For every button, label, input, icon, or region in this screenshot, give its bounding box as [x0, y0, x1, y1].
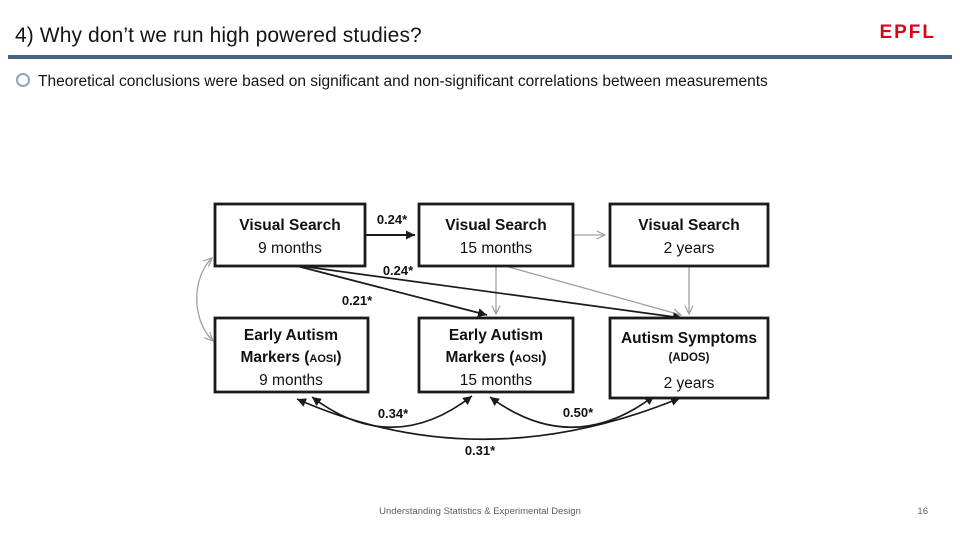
- bullet-text: Theoretical conclusions were based on si…: [38, 73, 768, 90]
- edge-vs9-to-ados: [292, 264, 683, 322]
- node-title: Early Autism: [449, 327, 543, 344]
- node-title-line2: Markers (AOSI): [445, 349, 546, 366]
- node-early-autism-markers-9m: Early Autism Markers (AOSI) 9 months: [213, 316, 370, 394]
- corr-label-vs9-eam15: 0.21*: [342, 293, 373, 308]
- correlation-path-diagram: 0.24* 0.24* 0.21* 0.34* 0.50* 0.31* Visu…: [196, 202, 770, 458]
- node-box: [417, 316, 575, 394]
- node-autism-symptoms-2y: Autism Symptoms (ADOS) 2 years: [608, 316, 770, 400]
- page-number: 16: [917, 506, 928, 517]
- bullet-ring-icon: [16, 73, 30, 87]
- node-box: [213, 202, 367, 268]
- corr-label-eam9-eam15: 0.34*: [378, 406, 409, 421]
- epfl-logo: EPFL: [879, 22, 936, 43]
- node-visual-search-9m: Visual Search 9 months: [213, 202, 367, 268]
- node-title: Visual Search: [638, 217, 739, 234]
- corr-label-vs9-vs15: 0.24*: [377, 212, 408, 227]
- node-title-line2: (ADOS): [669, 352, 710, 364]
- edge-eam9-ados-arc: [296, 397, 681, 441]
- bullet-item: Theoretical conclusions were based on si…: [16, 70, 798, 94]
- node-subtitle: 2 years: [664, 240, 715, 257]
- node-box: [213, 316, 370, 394]
- corr-label-eam15-ados: 0.50*: [563, 405, 594, 420]
- edge-eam9-eam15-arc: [311, 395, 473, 429]
- node-box: [608, 316, 770, 400]
- corr-label-vs9-ados: 0.24*: [383, 263, 414, 278]
- node-box: [417, 202, 575, 268]
- node-title-line2: Markers (AOSI): [240, 349, 341, 366]
- page-title: 4) Why don’t we run high powered studies…: [15, 24, 422, 47]
- node-early-autism-markers-15m: Early Autism Markers (AOSI) 15 months: [417, 316, 575, 394]
- edge-vs9-to-eam15: [292, 264, 488, 318]
- node-subtitle: 15 months: [460, 240, 533, 257]
- node-visual-search-2y: Visual Search 2 years: [608, 202, 770, 268]
- edge-vs15-to-ados: [504, 265, 681, 315]
- footer-course-title: Understanding Statistics & Experimental …: [379, 506, 581, 517]
- edge-vs9-eam9-curve: [196, 258, 213, 341]
- node-title: Visual Search: [239, 217, 340, 234]
- edge-eam15-ados-arc: [489, 395, 655, 429]
- node-box: [608, 202, 770, 268]
- title-underline: [8, 55, 952, 59]
- node-title: Early Autism: [244, 327, 338, 344]
- node-title: Visual Search: [445, 217, 546, 234]
- corr-label-eam9-ados: 0.31*: [465, 443, 496, 458]
- node-visual-search-15m: Visual Search 15 months: [417, 202, 575, 268]
- node-subtitle: 15 months: [460, 372, 533, 389]
- node-subtitle: 9 months: [259, 372, 323, 389]
- node-subtitle: 9 months: [258, 240, 322, 257]
- node-title: Autism Symptoms: [621, 330, 757, 347]
- node-subtitle: 2 years: [664, 375, 715, 392]
